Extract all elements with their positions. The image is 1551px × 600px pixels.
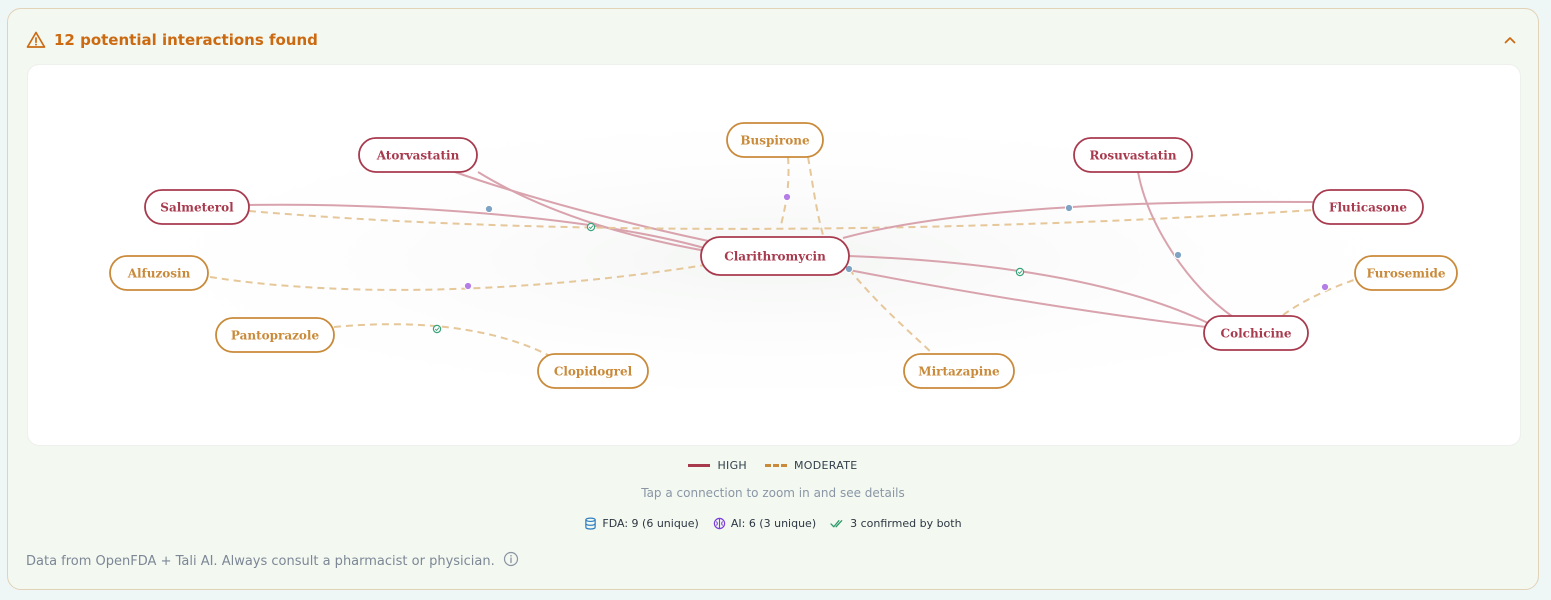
drug-node-pill [1073, 137, 1193, 173]
legend-moderate-swatch [765, 464, 787, 467]
drug-node-atorvastatin[interactable]: Atorvastatin [358, 137, 478, 173]
edge-source-marker-fda[interactable] [1173, 250, 1183, 260]
drug-node-pill [109, 255, 209, 291]
interaction-edge-clarithromycin-mirtazapine[interactable] [848, 268, 934, 355]
confirmed-check-icon [434, 327, 440, 332]
zoom-hint: Tap a connection to zoom in and see deta… [641, 486, 905, 500]
interaction-edge-salmeterol-fluticasone[interactable] [248, 209, 1314, 230]
confirmed-check-icon [1017, 270, 1023, 275]
drug-node-mirtazapine[interactable]: Mirtazapine [903, 353, 1015, 389]
drug-node-furosemide[interactable]: Furosemide [1354, 255, 1458, 291]
drug-node-label: Alfuzosin [127, 267, 191, 281]
disclaimer: Data from OpenFDA + Tali AI. Always cons… [26, 551, 519, 571]
interactions-panel: 12 potential interactions found Clarithr… [7, 8, 1539, 590]
drug-node-rosuvastatin[interactable]: Rosuvastatin [1073, 137, 1193, 173]
interactions-count-title: 12 potential interactions found [54, 31, 318, 49]
disclaimer-text: Data from OpenFDA + Tali AI. Always cons… [26, 553, 495, 569]
info-circle-icon[interactable] [503, 551, 519, 571]
drug-node-label: Colchicine [1221, 327, 1292, 341]
source-confirmed: 3 confirmed by both [830, 517, 962, 530]
edges-layer [209, 156, 1364, 356]
source-summary: FDA: 9 (6 unique) AI: 6 (3 unique) 3 con… [8, 517, 1538, 530]
legend-high: HIGH [688, 459, 747, 472]
edge-source-marker-ai[interactable] [782, 192, 792, 202]
drug-node-colchicine[interactable]: Colchicine [1203, 315, 1309, 351]
drug-node-pill [358, 137, 478, 173]
edge-source-marker-fda[interactable] [844, 264, 854, 274]
drug-node-pill [1354, 255, 1458, 291]
drug-node-label: Buspirone [740, 134, 810, 148]
drug-node-pill [144, 189, 250, 225]
edge-source-marker-ai[interactable] [1320, 282, 1330, 292]
edge-source-marker-fda[interactable] [1064, 203, 1074, 213]
drug-node-buspirone[interactable]: Buspirone [726, 122, 824, 158]
interaction-edge-alfuzosin-clarithromycin[interactable] [209, 264, 706, 291]
panel-header[interactable]: 12 potential interactions found [26, 27, 1520, 53]
interaction-edge-pantoprazole-clopidogrel[interactable] [333, 323, 549, 356]
markers-layer [432, 192, 1330, 334]
source-confirmed-label: 3 confirmed by both [850, 517, 962, 530]
source-ai: AI: 6 (3 unique) [713, 517, 816, 530]
interaction-edge-salmeterol-clarithromycin[interactable] [248, 203, 709, 250]
severity-legend: HIGH MODERATE [8, 459, 1538, 472]
drug-node-label: Clarithromycin [724, 250, 826, 264]
drug-node-label: Furosemide [1366, 267, 1445, 281]
edge-source-marker-confirmed[interactable] [1015, 267, 1025, 277]
edge-source-marker-fda[interactable] [484, 204, 494, 214]
drug-node-pill [726, 122, 824, 158]
interaction-edge-buspirone-branch[interactable] [807, 156, 824, 236]
edge-source-marker-confirmed[interactable] [432, 324, 442, 334]
legend-high-swatch [688, 464, 711, 467]
interaction-edge-atorvastatin-clarithromycin[interactable] [477, 171, 719, 254]
edge-source-marker-ai[interactable] [463, 281, 473, 291]
drug-node-pill [537, 353, 649, 389]
drug-node-pill [700, 236, 850, 276]
legend-moderate-label: MODERATE [794, 459, 858, 472]
drug-node-pantoprazole[interactable]: Pantoprazole [215, 317, 335, 353]
confirmed-check-icon [588, 225, 594, 230]
drug-node-label: Mirtazapine [918, 365, 1000, 379]
drug-node-pill [1203, 315, 1309, 351]
drug-node-label: Salmeterol [160, 201, 234, 215]
legend-high-label: HIGH [717, 459, 747, 472]
interaction-edge-rosuvastatin-colchicine[interactable] [1137, 171, 1234, 318]
drug-node-label: Clopidogrel [554, 365, 633, 379]
warning-triangle-icon [26, 30, 46, 50]
drug-node-clarithromycin[interactable]: Clarithromycin [700, 236, 850, 276]
drug-node-pill [215, 317, 335, 353]
drug-node-pill [1312, 189, 1424, 225]
brain-icon [713, 517, 726, 530]
drug-node-alfuzosin[interactable]: Alfuzosin [109, 255, 209, 291]
interaction-edge-atorvastatin-clarithromycin[interactable] [451, 170, 729, 246]
chevron-up-icon[interactable] [1500, 30, 1520, 50]
drug-node-label: Fluticasone [1329, 201, 1407, 215]
legend-moderate: MODERATE [765, 459, 858, 472]
interaction-edge-clarithromycin-fluticasone[interactable] [842, 200, 1314, 239]
interaction-graph-canvas[interactable]: Clarithromycin Atorvastatin BuspironeRosuv… [28, 65, 1521, 446]
nodes-layer: Clarithromycin Atorvastatin BuspironeRosuv… [109, 122, 1458, 389]
drug-node-label: Rosuvastatin [1089, 149, 1176, 163]
source-fda: FDA: 9 (6 unique) [584, 517, 699, 530]
interaction-edge-clarithromycin-colchicine[interactable] [848, 255, 1209, 324]
drug-node-salmeterol[interactable]: Salmeterol [144, 189, 250, 225]
drug-node-fluticasone[interactable]: Fluticasone [1312, 189, 1424, 225]
drug-node-label: Pantoprazole [231, 329, 320, 343]
drug-node-label: Atorvastatin [376, 149, 460, 163]
source-fda-label: FDA: 9 (6 unique) [602, 517, 699, 530]
database-icon [585, 517, 597, 530]
drug-node-pill [903, 353, 1015, 389]
edge-source-marker-confirmed[interactable] [586, 222, 596, 232]
interaction-edge-clarithromycin-colchicine[interactable] [848, 269, 1207, 328]
drug-node-clopidogrel[interactable]: Clopidogrel [537, 353, 649, 389]
double-check-icon [830, 520, 843, 528]
source-ai-label: AI: 6 (3 unique) [730, 517, 817, 530]
